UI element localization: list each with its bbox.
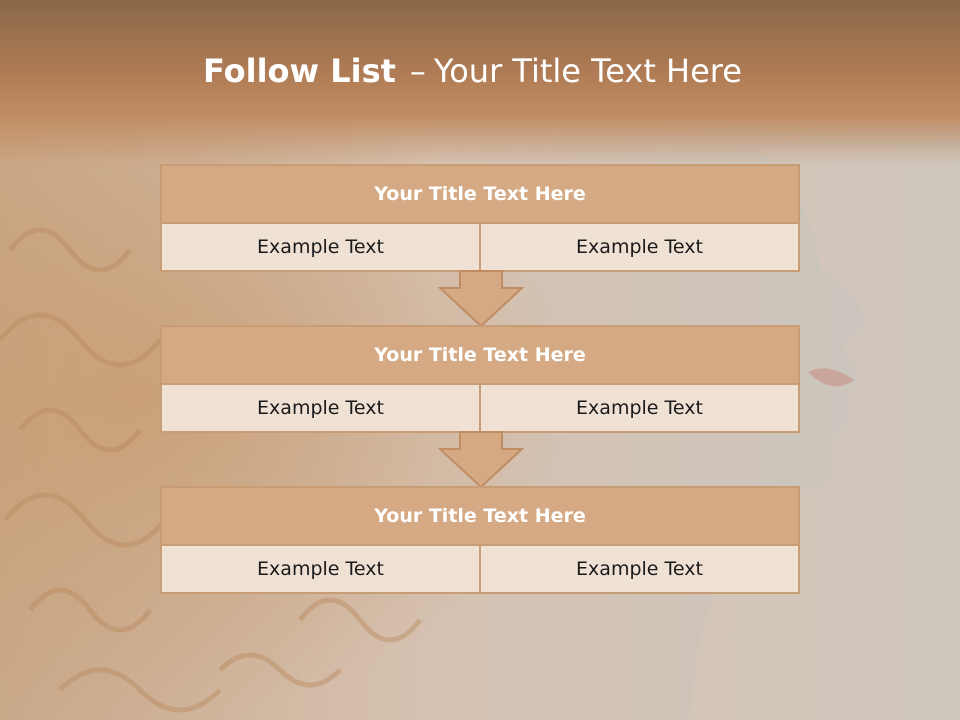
block-cell-left: Example Text — [257, 558, 384, 580]
block-cell-left: Example Text — [257, 236, 384, 258]
list-block-1: Your Title Text Here Example Text Exampl… — [160, 164, 800, 272]
block-title: Your Title Text Here — [162, 327, 798, 385]
header-band — [0, 0, 960, 165]
block-row: Example Text Example Text — [162, 546, 798, 592]
slide-title-dash: – — [409, 52, 426, 90]
slide-title-bold: Follow List — [203, 52, 396, 90]
list-block-3: Your Title Text Here Example Text Exampl… — [160, 486, 800, 594]
block-row: Example Text Example Text — [162, 224, 798, 270]
block-title: Your Title Text Here — [162, 488, 798, 546]
list-block-2: Your Title Text Here Example Text Exampl… — [160, 325, 800, 433]
slide-title: Follow List–Your Title Text Here — [0, 52, 945, 90]
block-cell-right: Example Text — [479, 224, 798, 270]
block-title: Your Title Text Here — [162, 166, 798, 224]
down-arrow-icon — [438, 270, 524, 328]
block-cell-left: Example Text — [257, 397, 384, 419]
block-row: Example Text Example Text — [162, 385, 798, 431]
slide-title-rest: Your Title Text Here — [433, 52, 742, 90]
down-arrow-icon — [438, 431, 524, 489]
block-cell-right: Example Text — [479, 546, 798, 592]
block-cell-right: Example Text — [479, 385, 798, 431]
